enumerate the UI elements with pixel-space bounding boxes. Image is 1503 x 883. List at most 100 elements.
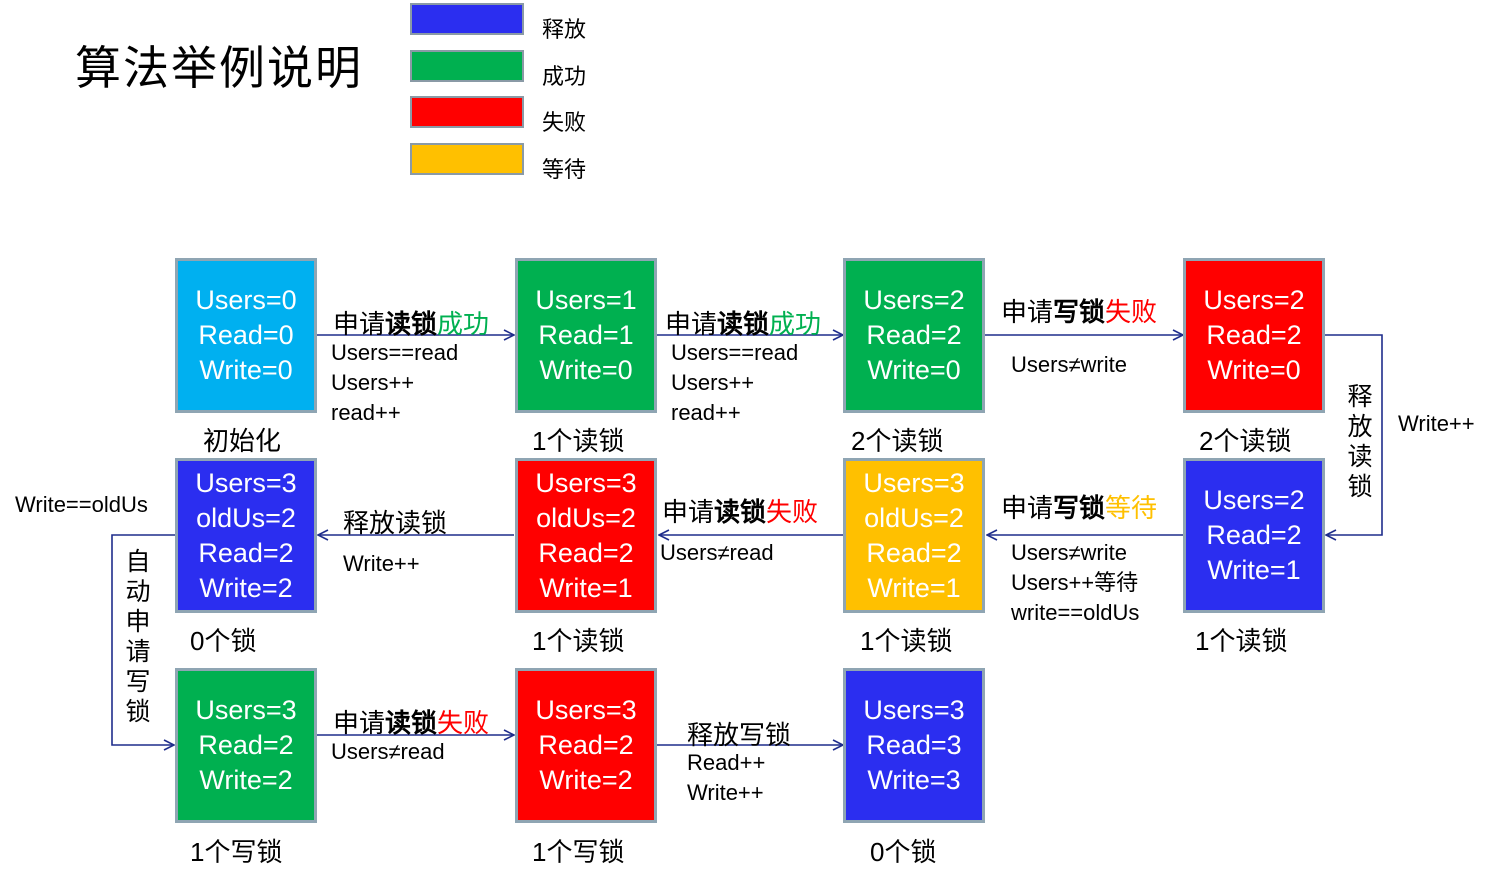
legend-swatch-success — [410, 50, 524, 82]
state-line: Write=0 — [867, 355, 961, 385]
edge-lock: 写锁 — [1053, 297, 1106, 327]
state-line: Users=2 — [1203, 485, 1305, 515]
state-caption: 1个读锁 — [532, 626, 625, 656]
state-line: Users=3 — [863, 695, 965, 725]
vertical-char: 写 — [125, 668, 151, 696]
edge-conditions-e9: Users≠read — [331, 737, 445, 767]
state-line: Read=3 — [866, 730, 962, 760]
state-line: oldUs=2 — [536, 502, 636, 533]
edge-label-e5: 申请写锁等待 — [1001, 488, 1157, 525]
edge-label-e7: 释放读锁 — [343, 508, 448, 538]
condition-line: read++ — [671, 400, 741, 425]
edge-lock: 读锁 — [717, 309, 770, 339]
edge-prefix: 申请 — [1001, 493, 1054, 523]
edge-label-e9: 申请读锁失败 — [333, 703, 489, 740]
vertical-char: 释 — [1347, 383, 1373, 411]
edge-conditions-e6: Users≠read — [660, 538, 774, 568]
legend-swatch-wait — [410, 143, 524, 175]
edge-lock: 读锁 — [385, 309, 438, 339]
condition-line: Read++ — [687, 750, 766, 775]
state-line: Write=2 — [199, 572, 293, 603]
state-line: Read=0 — [198, 320, 294, 350]
arrow-e8 — [111, 534, 175, 745]
condition-line: Write++ — [687, 780, 764, 805]
vertical-char: 自 — [125, 548, 151, 576]
condition-line: Users≠write — [1011, 352, 1127, 377]
state-line: Users=3 — [195, 467, 297, 498]
condition-line: Users++ — [331, 370, 415, 395]
state-line: Users=3 — [195, 695, 297, 725]
edge-label-e2: 申请读锁成功 — [665, 304, 821, 341]
state-caption: 1个写锁 — [532, 837, 625, 867]
state-caption: 1个读锁 — [532, 426, 625, 456]
state-caption: 2个读锁 — [1199, 426, 1292, 456]
vertical-char: 放 — [1347, 413, 1373, 441]
state-line: Users=3 — [535, 695, 637, 725]
edge-conditions-e3: Users≠write — [1011, 350, 1127, 380]
legend-label-fail: 失败 — [542, 110, 587, 135]
state-line: oldUs=2 — [196, 502, 296, 533]
condition-line: Users≠read — [660, 540, 774, 565]
edge-lock: 读锁 — [385, 708, 438, 738]
edge-result: 失败 — [437, 708, 490, 738]
state-caption: 初始化 — [203, 426, 282, 456]
vertical-char: 锁 — [1347, 473, 1373, 501]
state-caption: 1个读锁 — [860, 626, 953, 656]
edge-prefix: 申请 — [333, 708, 386, 738]
legend-label-wait: 等待 — [542, 157, 587, 182]
vertical-char: 读 — [1347, 443, 1373, 471]
edge-lock: 写锁 — [1053, 493, 1106, 523]
state-line: Write=3 — [867, 765, 961, 795]
state-line: Write=1 — [1207, 555, 1301, 585]
state-line: Users=2 — [1203, 285, 1305, 315]
vertical-char: 锁 — [125, 698, 151, 726]
edge-side-label-e8: Write==oldUs — [15, 492, 148, 517]
state-line: Write=1 — [867, 572, 961, 603]
state-line: Write=0 — [1207, 355, 1301, 385]
state-caption: 1个读锁 — [1195, 626, 1288, 656]
condition-line: Users==read — [671, 340, 799, 365]
edge-prefix: 申请 — [662, 497, 715, 527]
legend-swatch-fail — [410, 96, 524, 128]
vertical-char: 动 — [125, 578, 151, 606]
edge-result: 成功 — [769, 309, 822, 339]
edge-conditions-e10: Read++ Write++ — [687, 748, 765, 808]
state-caption: 1个写锁 — [190, 837, 283, 867]
condition-line: Users++ — [671, 370, 755, 395]
state-line: Read=1 — [538, 320, 634, 350]
state-line: Write=2 — [539, 765, 633, 795]
vertical-char: 申 — [125, 608, 151, 636]
state-line: Users=3 — [863, 467, 965, 498]
legend-label-release: 释放 — [542, 17, 587, 42]
legend-swatch-release — [410, 3, 524, 35]
state-line: Read=2 — [866, 537, 962, 568]
state-line: Read=2 — [1206, 320, 1302, 350]
condition-line: Users==read — [331, 340, 459, 365]
state-line: Write=0 — [539, 355, 633, 385]
edge-result: 失败 — [766, 497, 819, 527]
condition-line: Write++ — [343, 551, 420, 576]
state-line: Read=2 — [866, 320, 962, 350]
edge-prefix: 申请 — [333, 309, 386, 339]
state-caption: 0个锁 — [870, 837, 937, 867]
arrow-e4 — [1325, 334, 1383, 535]
state-line: Read=2 — [538, 730, 634, 760]
state-line: Write=2 — [199, 765, 293, 795]
state-line: Users=2 — [863, 285, 965, 315]
condition-line: Users≠write — [1011, 540, 1127, 565]
edge-label-e3: 申请写锁失败 — [1001, 292, 1157, 329]
edge-prefix: 申请 — [665, 309, 718, 339]
page-title: 算法举例说明 — [75, 41, 363, 95]
condition-line: write==oldUs — [1011, 600, 1140, 625]
state-caption: 2个读锁 — [851, 426, 944, 456]
state-line: Write=1 — [539, 572, 633, 603]
